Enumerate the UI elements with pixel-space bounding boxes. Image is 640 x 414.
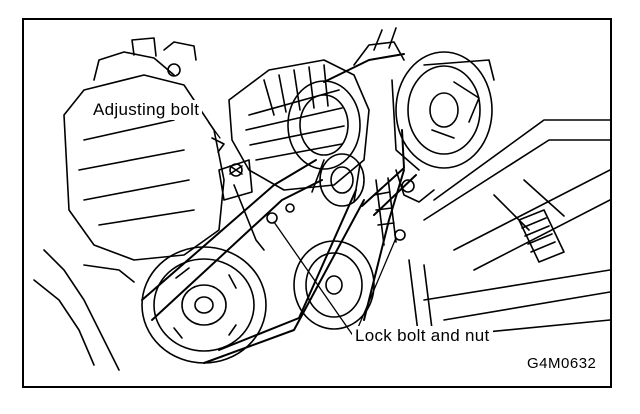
- leader-lines: [208, 122, 397, 338]
- diagram-frame: Adjusting bolt Lock bolt and nut G4M0632: [22, 18, 612, 388]
- frame-rail: [403, 119, 610, 346]
- lock-bolt-and-nut: [266, 177, 406, 246]
- lock-bolt-and-nut-label: Lock bolt and nut: [352, 326, 493, 346]
- figure-code: G4M0632: [524, 354, 600, 374]
- adjusting-bolt-bracket: [211, 137, 265, 251]
- adjusting-bolt-label: Adjusting bolt: [90, 100, 203, 120]
- alternator: [228, 27, 405, 191]
- drive-belt: [141, 53, 417, 364]
- crankshaft-pulley: [141, 246, 267, 364]
- ac-compressor: [391, 51, 495, 203]
- engine-belt-illustration: [33, 27, 610, 371]
- idler-pulley: [311, 153, 365, 207]
- engine-block: [33, 37, 225, 371]
